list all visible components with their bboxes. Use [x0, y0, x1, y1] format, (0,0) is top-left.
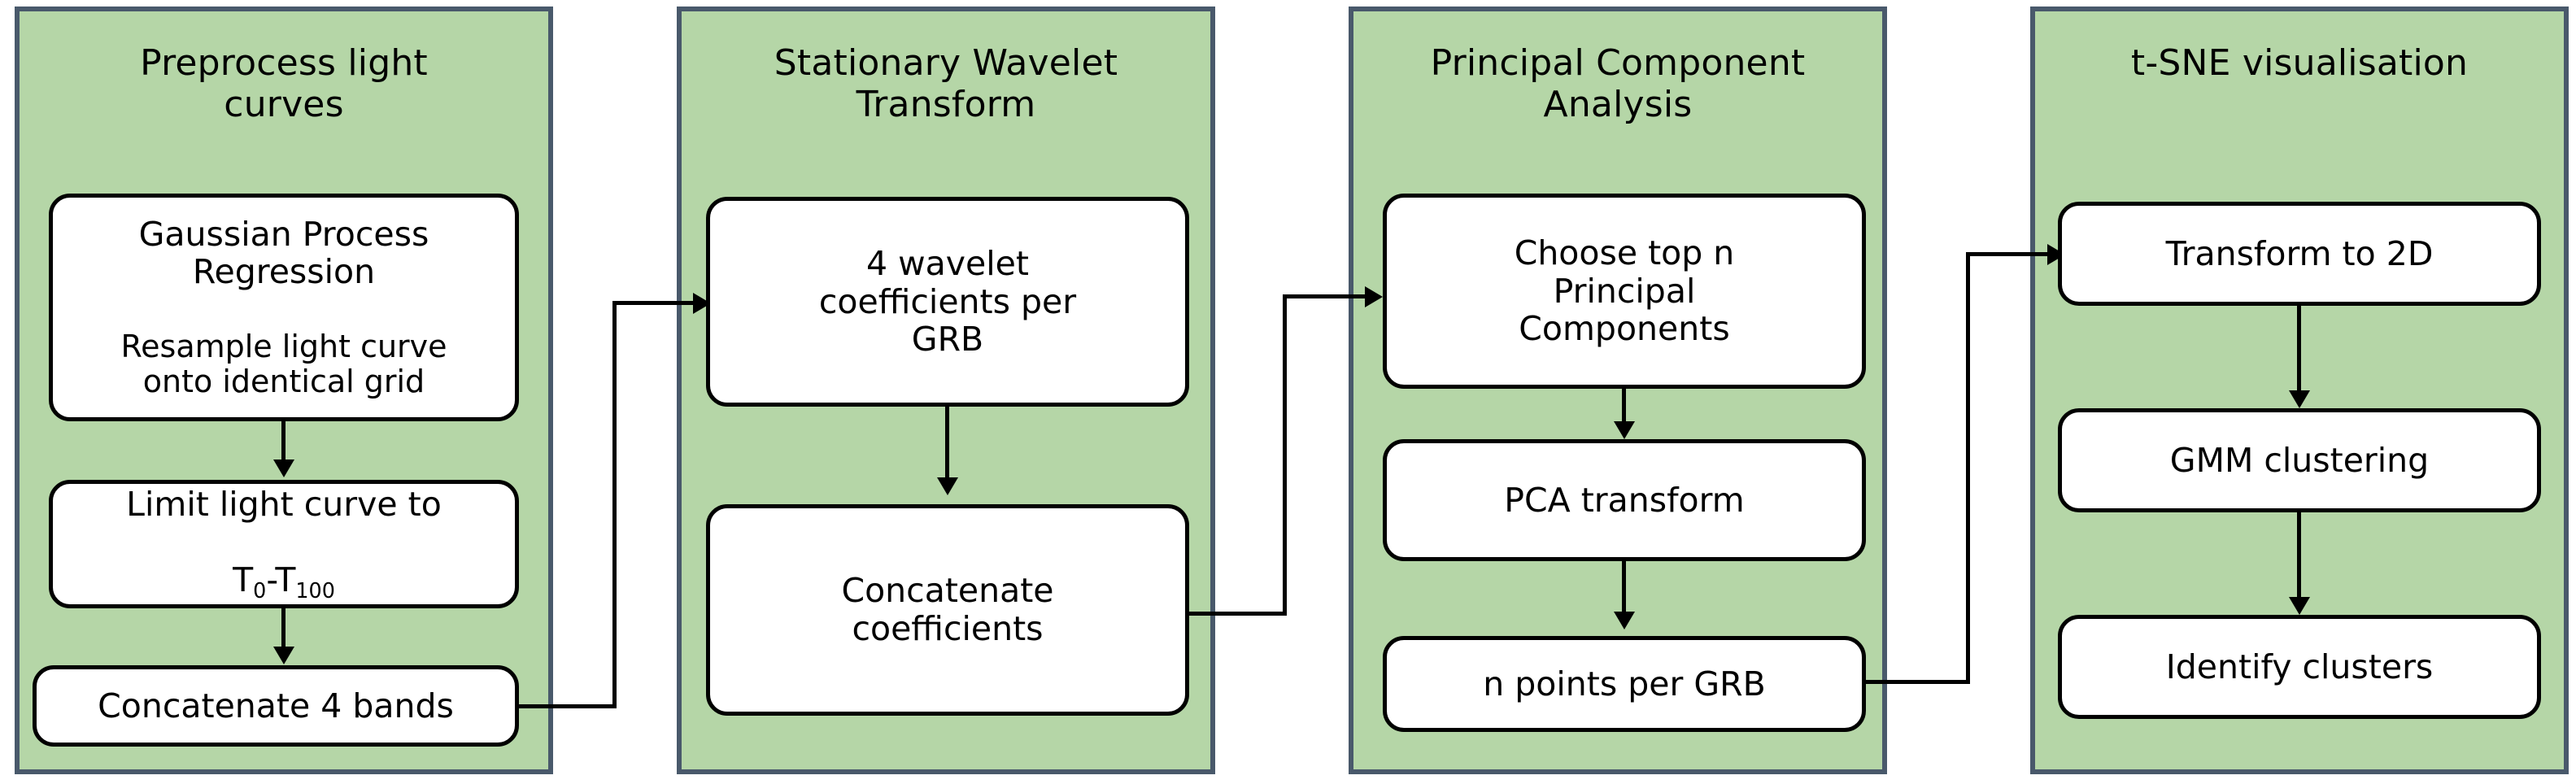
- node-pca-transform[interactable]: PCA transform: [1383, 439, 1866, 561]
- node-concatenate-4-bands-label: Concatenate 4 bands: [98, 686, 454, 725]
- node-gmm-clustering-label: GMM clustering: [2169, 440, 2430, 480]
- node-4-wavelet-coefficients-label: 4 wavelet coefficients per GRB: [818, 243, 1077, 359]
- node-4-wavelet-coefficients[interactable]: 4 wavelet coefficients per GRB: [706, 197, 1189, 407]
- node-concatenate-coefficients[interactable]: Concatenate coefficients: [706, 504, 1189, 716]
- connector-bands-to-wavelet-h1: [517, 704, 617, 708]
- node-gpr-body: Resample light curve onto identical grid: [120, 328, 447, 400]
- panel-title-swt: Stationary Wavelet Transform: [774, 42, 1118, 126]
- connector-wavelet-to-concat-arrowhead: [937, 477, 958, 495]
- node-gmm-clustering[interactable]: GMM clustering: [2058, 408, 2541, 512]
- connector-gmm-to-identify-line: [2297, 512, 2301, 603]
- node-transform-to-2d-label: Transform to 2D: [2165, 233, 2434, 273]
- node-transform-to-2d[interactable]: Transform to 2D: [2058, 202, 2541, 306]
- node-choose-top-n-principal-components[interactable]: Choose top n Principal Components: [1383, 194, 1866, 389]
- connector-npoints-to-tsne-v: [1966, 252, 1970, 684]
- node-limit-line2: T0-T100: [126, 561, 442, 603]
- node-n-points-per-grb-label: n points per GRB: [1483, 664, 1766, 703]
- connector-choose-to-pcatransform-arrowhead: [1614, 421, 1635, 439]
- connector-choose-to-pcatransform-line: [1622, 389, 1626, 428]
- connector-npoints-to-tsne-h1: [1864, 680, 1970, 684]
- connector-transform2d-to-gmm-arrowhead: [2289, 390, 2310, 408]
- node-limit-line1: Limit light curve to: [126, 484, 442, 524]
- connector-transform2d-to-gmm-line: [2297, 306, 2301, 397]
- connector-coeffs-to-pca-arrowhead: [1365, 286, 1383, 307]
- node-concatenate-4-bands[interactable]: Concatenate 4 bands: [33, 665, 519, 747]
- panel-title-tsne: t-SNE visualisation: [2130, 42, 2469, 84]
- node-pca-transform-label: PCA transform: [1504, 480, 1745, 520]
- connector-gmm-to-identify-arrowhead: [2289, 597, 2310, 615]
- panel-title-pca: Principal Component Analysis: [1430, 42, 1806, 126]
- connector-pcatransform-to-npoints-arrowhead: [1614, 612, 1635, 629]
- connector-coeffs-to-pca-h2: [1283, 294, 1375, 298]
- connector-wavelet-to-concat-line: [945, 407, 949, 483]
- node-limit-dash-t: -T: [266, 560, 296, 600]
- panel-title-preprocess: Preprocess light curves: [140, 42, 428, 126]
- node-limit-t0-prefix: T: [233, 560, 254, 600]
- node-n-points-per-grb[interactable]: n points per GRB: [1383, 636, 1866, 732]
- node-choose-top-n-label: Choose top n Principal Components: [1514, 233, 1735, 349]
- node-limit-t0-subscript: 0: [253, 578, 267, 603]
- connector-bands-to-wavelet-v: [612, 301, 617, 708]
- node-gaussian-process-regression[interactable]: Gaussian Process Regression Resample lig…: [49, 194, 519, 421]
- connector-bands-to-wavelet-h2: [612, 301, 704, 305]
- connector-limit-to-concat-line: [281, 608, 285, 652]
- node-identify-clusters[interactable]: Identify clusters: [2058, 615, 2541, 719]
- connector-npoints-to-tsne-h2: [1966, 252, 2058, 256]
- connector-limit-to-concat-arrowhead: [273, 647, 294, 664]
- node-limit-light-curve[interactable]: Limit light curve to T0-T100: [49, 480, 519, 608]
- connector-gpr-to-limit-arrowhead: [273, 460, 294, 477]
- node-concatenate-coefficients-label: Concatenate coefficients: [841, 571, 1054, 648]
- connector-pcatransform-to-npoints-line: [1622, 561, 1626, 618]
- connector-coeffs-to-pca-v: [1283, 294, 1287, 616]
- node-limit-t100-subscript: 100: [295, 578, 335, 603]
- node-gpr-heading: Gaussian Process Regression: [138, 214, 429, 292]
- node-identify-clusters-label: Identify clusters: [2165, 647, 2434, 686]
- connector-coeffs-to-pca-h1: [1188, 612, 1287, 616]
- connector-gpr-to-limit-line: [281, 421, 285, 465]
